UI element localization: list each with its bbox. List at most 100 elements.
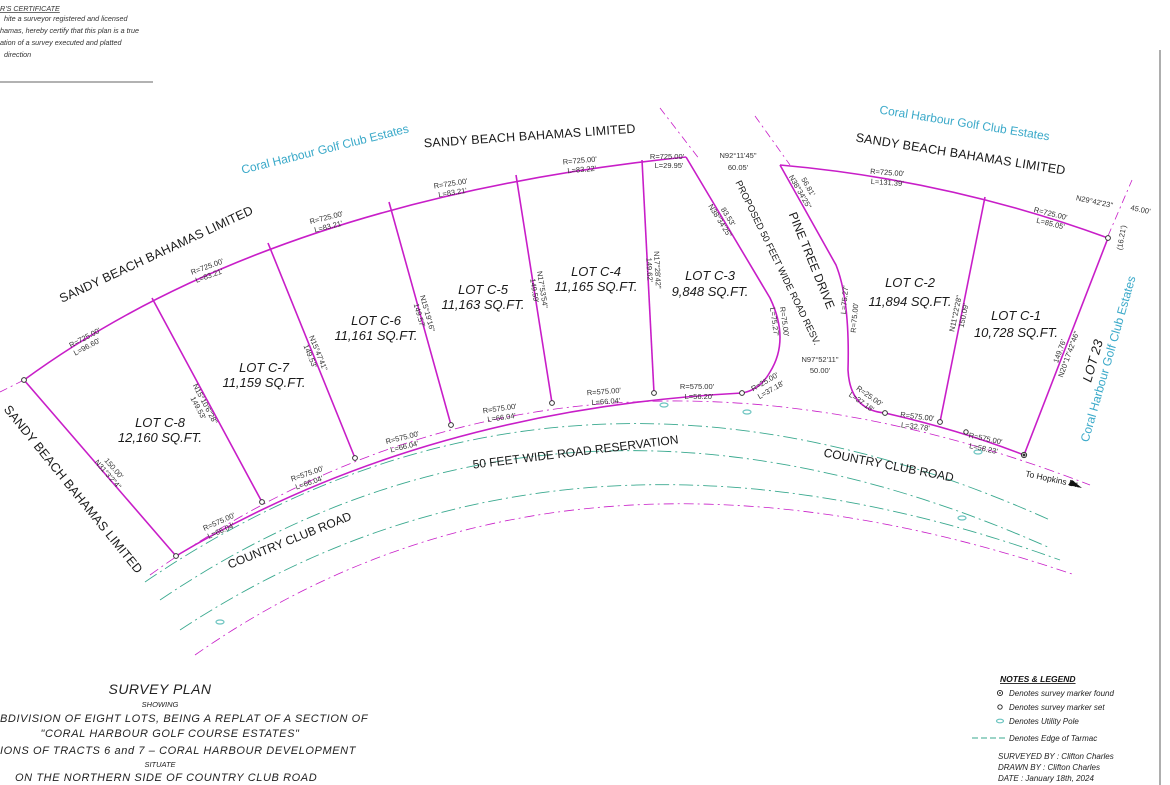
- lot-area: 9,848 SQ.FT.: [672, 284, 749, 299]
- marker-set-icon: [352, 455, 358, 461]
- marker-set-icon: [173, 553, 179, 559]
- curve-length: L=66.04': [591, 396, 621, 407]
- lot-name: LOT C-4: [571, 264, 621, 279]
- curve-length: L=32.78': [900, 420, 930, 433]
- certificate-line: hite a surveyor registered and licensed: [4, 14, 128, 23]
- utility-pole-icon: [659, 402, 669, 408]
- curve-length: L=131.39': [870, 177, 904, 188]
- road-label-country-club: COUNTRY CLUB ROAD: [823, 446, 956, 485]
- east-lot-line: [1023, 237, 1109, 456]
- lot-boundaries: [23, 156, 1109, 557]
- lot-line-c8-c7: [151, 297, 263, 503]
- tarmac-edge-line: [144, 423, 1051, 583]
- lot-line-c5-c4: [515, 174, 553, 404]
- legend-drawn-by: DRAWN BY : Clifton Charles: [998, 763, 1100, 772]
- marker-found-icon: [999, 692, 1001, 694]
- curve-radius: R=575.00': [900, 410, 936, 423]
- bearing: R=75.00': [778, 306, 791, 338]
- lot-c3-east-line: [685, 156, 781, 394]
- legend-date: DATE : January 18th, 2024: [998, 774, 1094, 783]
- lot-area: 12,160 SQ.FT.: [118, 430, 202, 445]
- lot-line-c6-c5: [388, 201, 452, 426]
- road-reservation-line: [0, 379, 25, 393]
- title-block: SURVEY PLAN SHOWING BDIVISION OF EIGHT L…: [0, 681, 369, 784]
- plan-situate: SITUATE: [144, 760, 176, 769]
- marker-set-icon: [259, 499, 265, 505]
- bearing: L=75.27': [839, 285, 851, 315]
- legend-item: Denotes survey marker set: [1009, 703, 1105, 712]
- lot-area: 11,165 SQ.FT.: [554, 279, 637, 294]
- legend-item: Denotes survey marker found: [1009, 689, 1114, 698]
- marker-found-icon: [1022, 453, 1026, 457]
- road-label-to-hopkins: To Hopkins Dr.: [1025, 468, 1081, 489]
- plan-location: ON THE NORTHERN SIDE OF COUNTRY CLUB ROA…: [15, 772, 317, 784]
- marker-set-icon: [963, 429, 969, 435]
- curve-length: L=29.95': [655, 161, 684, 170]
- lot-name: LOT C-5: [458, 282, 509, 297]
- plan-description: IONS OF TRACTS 6 and 7 – CORAL HARBOUR D…: [0, 745, 357, 757]
- curve-length: L=66.04': [487, 411, 517, 424]
- utility-pole-icon: [995, 718, 1005, 724]
- utility-pole-icon: [742, 409, 752, 415]
- owner-label-northwest: SANDY BEACH BAHAMAS LIMITED: [57, 203, 255, 305]
- plan-description: BDIVISION OF EIGHT LOTS, BEING A REPLAT …: [0, 713, 369, 725]
- marker-set-icon: [21, 377, 27, 383]
- marker-set-icon: [1105, 235, 1111, 241]
- marker-set-icon: [739, 390, 745, 396]
- marker-set-icon: [937, 419, 943, 425]
- bearing: 50.00': [810, 366, 831, 375]
- road-reservation-line: [1107, 179, 1133, 237]
- north-boundary-west: [23, 156, 687, 381]
- marker-set-icon: [448, 422, 454, 428]
- bearing: 149.62': [644, 257, 654, 282]
- plan-showing: SHOWING: [142, 700, 179, 709]
- tarmac-edge-line: [179, 484, 1061, 631]
- lot-line-c7-c6: [267, 242, 356, 459]
- road-reservation-line: [149, 400, 1091, 576]
- lot-line-c2-c1: [939, 196, 986, 423]
- curve-radius: R=725.00': [650, 152, 685, 161]
- utility-pole-icon: [957, 515, 967, 521]
- lot-area: 11,163 SQ.FT.: [441, 297, 524, 312]
- bearing: L=75.27': [768, 307, 781, 337]
- certificate-heading: R'S CERTIFICATE: [0, 4, 60, 13]
- road-lines: [0, 107, 1133, 656]
- legend-item: Denotes Edge of Tarmac: [1009, 734, 1097, 743]
- south-boundary-west: [175, 392, 743, 557]
- certificate-line: hamas, hereby certify that this plan is …: [0, 26, 139, 35]
- west-lot-line: [23, 379, 177, 557]
- lot-labels: LOT C-8 12,160 SQ.FT. LOT C-7 11,159 SQ.…: [118, 264, 1106, 445]
- bearing: 60.05': [728, 163, 749, 172]
- bearing: N97°52'11": [802, 355, 839, 364]
- road-reservation-line: [194, 503, 1076, 656]
- curve-radius: R=725.00': [870, 167, 905, 178]
- surveyor-certificate: R'S CERTIFICATE hite a surveyor register…: [0, 4, 153, 83]
- lot-name: LOT C-3: [685, 268, 736, 283]
- north-boundary-east: [779, 164, 1109, 239]
- curve-radius: R=575.00': [680, 382, 715, 391]
- marker-set-icon: [882, 410, 888, 416]
- lot-area: 10,728 SQ.FT.: [974, 325, 1058, 340]
- lot-area: 11,894 SQ.FT.: [868, 294, 951, 309]
- bearing: N92°11'45": [720, 151, 757, 160]
- bearing: 149.59': [528, 278, 541, 304]
- owner-label-north: SANDY BEACH BAHAMAS LIMITED: [423, 122, 636, 151]
- legend-surveyed-by: SURVEYED BY : Clifton Charles: [998, 752, 1114, 761]
- road-label-reservation: 50 FEET WIDE ROAD RESERVATION: [472, 432, 679, 471]
- bearing: 45.00': [1130, 203, 1152, 216]
- lot-name: LOT C-8: [135, 415, 186, 430]
- lot-name: LOT C-2: [885, 275, 936, 290]
- marker-set-icon: [651, 390, 657, 396]
- direction-arrow-icon: [1068, 480, 1082, 488]
- estate-label-north: Coral Harbour Golf Club Estates: [240, 122, 410, 177]
- marker-set-icon: [549, 400, 555, 406]
- curve-length: L=83.22': [567, 164, 597, 176]
- curve-length: L=56.20': [685, 392, 714, 401]
- lot-c2-west-line: [779, 164, 886, 414]
- north-curve-data: R=725.00' L=96.60' R=725.00' L=83.21' R=…: [68, 152, 1069, 358]
- marker-set-icon: [997, 704, 1003, 710]
- road-reservation-line: [659, 107, 701, 161]
- utility-pole-icon: [215, 619, 225, 625]
- utility-pole-icon: [973, 449, 983, 455]
